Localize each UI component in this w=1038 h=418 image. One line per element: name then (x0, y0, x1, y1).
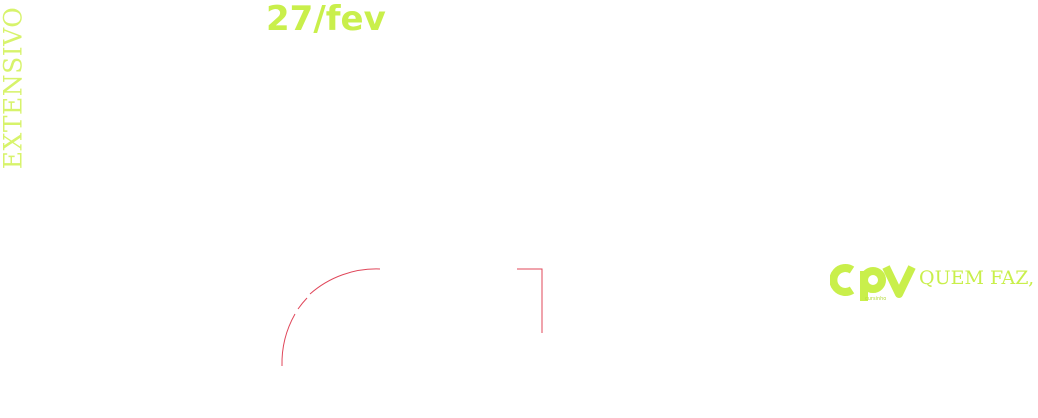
vertical-course-label: EXTENSIVO (0, 0, 28, 180)
decorative-lines (281, 268, 543, 367)
logo-subtitle: cursinho (865, 296, 887, 302)
course-label-text: EXTENSIVO (0, 6, 28, 170)
decorative-arc-lower (281, 313, 296, 367)
cpv-logo: cursinho QUEM FAZ, (830, 262, 1036, 306)
date-heading: 27/fev (266, 0, 386, 39)
logo-tagline: QUEM FAZ, (919, 267, 1035, 289)
decorative-arc-segment (297, 297, 308, 310)
decorative-corner-bracket (517, 268, 543, 333)
decorative-arc (309, 268, 381, 295)
cpv-logo-mark (830, 264, 916, 301)
